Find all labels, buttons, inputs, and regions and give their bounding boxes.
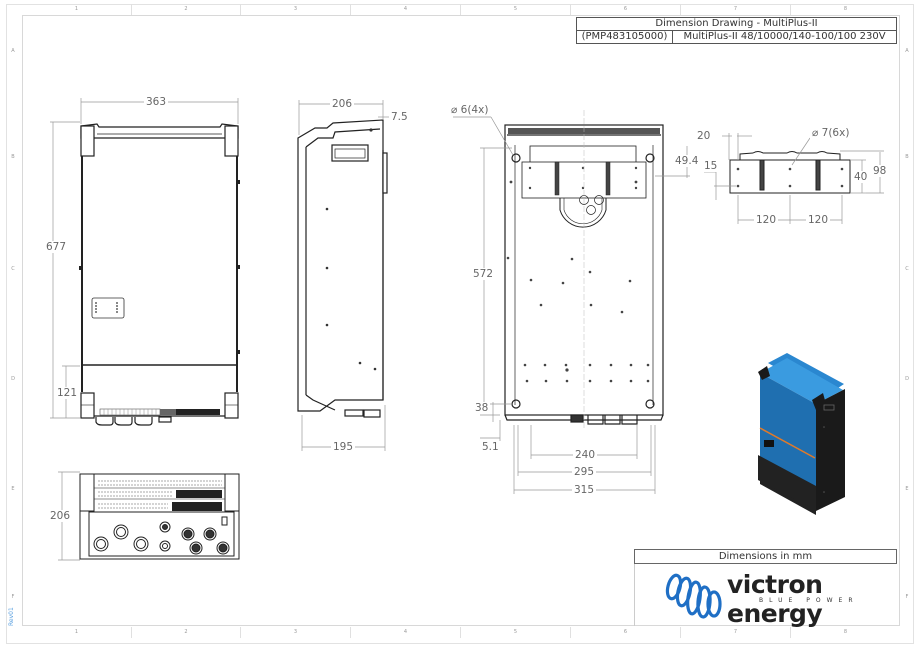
dim-back-bottom-lip: 5.1 [480, 441, 501, 453]
zone-col-8: 8 [843, 6, 848, 12]
units-note: Dimensions in mm [634, 549, 897, 564]
zone-col-6-bottom: 6 [571, 627, 681, 638]
zone-row-c-right: C [905, 266, 909, 272]
zone-col-1-bottom: 1 [22, 627, 132, 638]
zone-col-3: 3 [241, 4, 351, 15]
zone-col-5: 5 [461, 4, 571, 15]
dim-bracket-top-offset: 20 [695, 130, 713, 142]
dim-back-hole-callout: ⌀ 6(4x) [449, 104, 491, 116]
model-name: MultiPlus-II 48/10000/140-100/100 230V [683, 31, 886, 42]
zone-row-a-right: A [905, 48, 909, 54]
zone-col-6: 6 [571, 4, 681, 15]
top-zone-bar: 1 2 3 4 5 6 7 8 [22, 4, 900, 15]
zone-row-c: C [11, 266, 15, 272]
zone-col-5-bottom: 5 [461, 627, 571, 638]
dim-bracket-spacing-right: 120 [806, 214, 831, 226]
dim-bracket-hole-spacing-v: 40 [852, 171, 870, 183]
brand-tagline: BLUE POWER [759, 597, 859, 604]
dim-front-height: 677 [44, 241, 69, 253]
dim-back-width-mid: 295 [572, 466, 597, 478]
zone-col-4: 4 [351, 4, 461, 15]
zone-col-3-bottom: 3 [241, 627, 351, 638]
dim-bracket-left-offset: 15 [702, 160, 720, 172]
dim-bracket-spacing-left: 120 [754, 214, 779, 226]
bottom-zone-bar: 1 2 3 4 5 6 7 8 [22, 627, 900, 638]
dim-side-depth: 206 [330, 98, 355, 110]
dim-bracket-hole-callout: ⌀ 7(6x) [810, 127, 852, 139]
zone-row-b: B [11, 154, 15, 160]
part-number: (PMP483105000) [577, 31, 673, 43]
dim-back-width-inner: 240 [573, 449, 598, 461]
zone-row-d-right: D [905, 376, 909, 382]
zone-col-7: 7 [681, 4, 791, 15]
dim-side-base-depth: 195 [331, 441, 356, 453]
dim-side-handle-offset: 7.5 [389, 111, 410, 123]
dim-front-width: 363 [144, 96, 169, 108]
dim-back-bracket-offset: 49.4 [673, 155, 701, 167]
dim-bracket-height: 98 [871, 165, 889, 177]
zone-row-b-right: B [905, 154, 909, 160]
zone-col-2-bottom: 2 [132, 627, 241, 638]
zone-col-1: 1 [22, 4, 132, 15]
brand-name: victron energy [727, 570, 823, 628]
zone-row-f: F [11, 594, 15, 600]
zone-row-d: D [11, 376, 15, 382]
drawing-title: Dimension Drawing - MultiPlus-II [655, 18, 818, 29]
zone-row-a: A [11, 48, 15, 54]
sheet-inner-frame [22, 15, 900, 626]
zone-row-e: E [11, 486, 15, 492]
zone-row-e-right: E [905, 486, 909, 492]
victron-logo-icon [665, 573, 722, 619]
zone-col-2: 2 [132, 4, 241, 15]
zone-col-7-bottom: 7 [681, 627, 791, 638]
dim-front-bottom: 121 [55, 387, 80, 399]
dim-bottom-depth: 206 [48, 510, 73, 522]
zone-row-f-right: F [905, 594, 909, 600]
zone-col-4-bottom: 4 [351, 627, 461, 638]
dim-back-bottom-offset: 38 [473, 402, 491, 414]
dim-back-hole-spacing: 572 [471, 268, 496, 280]
zone-col-8-bottom: 8 [843, 629, 848, 635]
logo-frame [634, 549, 897, 626]
title-block: Dimension Drawing - MultiPlus-II (PMP483… [576, 17, 897, 44]
dim-back-width-outer: 315 [572, 484, 597, 496]
